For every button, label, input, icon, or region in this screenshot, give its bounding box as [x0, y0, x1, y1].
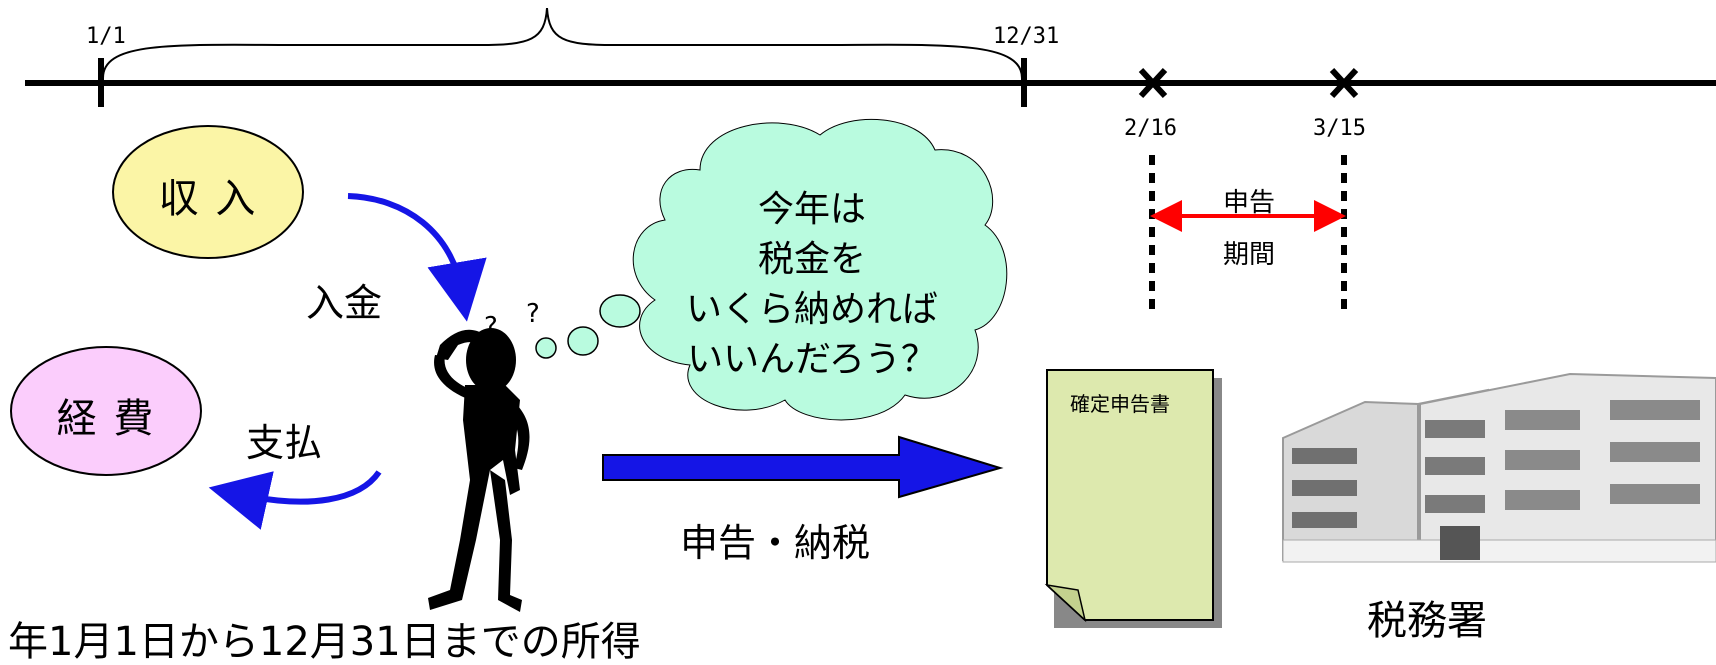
thought-cloud	[632, 118, 1008, 421]
tax-office-label: 税務署	[1367, 598, 1487, 644]
filing-arrow	[602, 435, 1004, 499]
expense-label: 経 費	[56, 396, 156, 442]
thought-line-3: いくら納めれば	[685, 289, 938, 330]
date-label-start: 1/1	[86, 24, 126, 49]
payment-arrow	[208, 470, 382, 530]
thought-bubble-small-1	[535, 337, 557, 359]
diagram-canvas: ? ?	[10, 7, 1716, 628]
tax-office-building	[1282, 372, 1716, 563]
thought-line-4: いいんだろう？	[687, 339, 937, 380]
thought-bubble-small-3	[599, 294, 641, 328]
footer-partial-text: 年1月1日から12月31日までの所得	[8, 619, 641, 665]
deposit-arrow	[347, 193, 487, 322]
date-label-deadline-close: 3/15	[1313, 116, 1366, 141]
date-label-deadline-open: 2/16	[1124, 116, 1177, 141]
thought-bubble-small-2	[567, 326, 599, 356]
thought-line-2: 税金を	[757, 239, 866, 280]
question-mark-2: ?	[526, 299, 540, 329]
deposit-label: 入金	[306, 281, 383, 325]
document-title: 確定申告書	[1070, 392, 1170, 416]
period-label-2: 期間	[1222, 240, 1275, 270]
expense-oval	[10, 346, 202, 476]
payment-label: 支払	[246, 421, 323, 465]
income-oval	[112, 125, 304, 259]
document-fold	[1044, 583, 1087, 623]
deadline-close-mark	[1329, 67, 1359, 99]
filing-label: 申告・納税	[680, 521, 871, 565]
thought-line-1: 今年は	[757, 189, 866, 230]
period-label-1: 申告	[1222, 188, 1275, 218]
income-label: 収 入	[158, 176, 258, 222]
document-page	[1046, 369, 1214, 621]
deadline-open-mark	[1138, 67, 1168, 99]
year-brace	[102, 7, 1023, 79]
thinking-person-figure	[428, 328, 530, 612]
question-mark-1: ?	[484, 312, 498, 342]
date-label-end: 12/31	[993, 24, 1060, 49]
